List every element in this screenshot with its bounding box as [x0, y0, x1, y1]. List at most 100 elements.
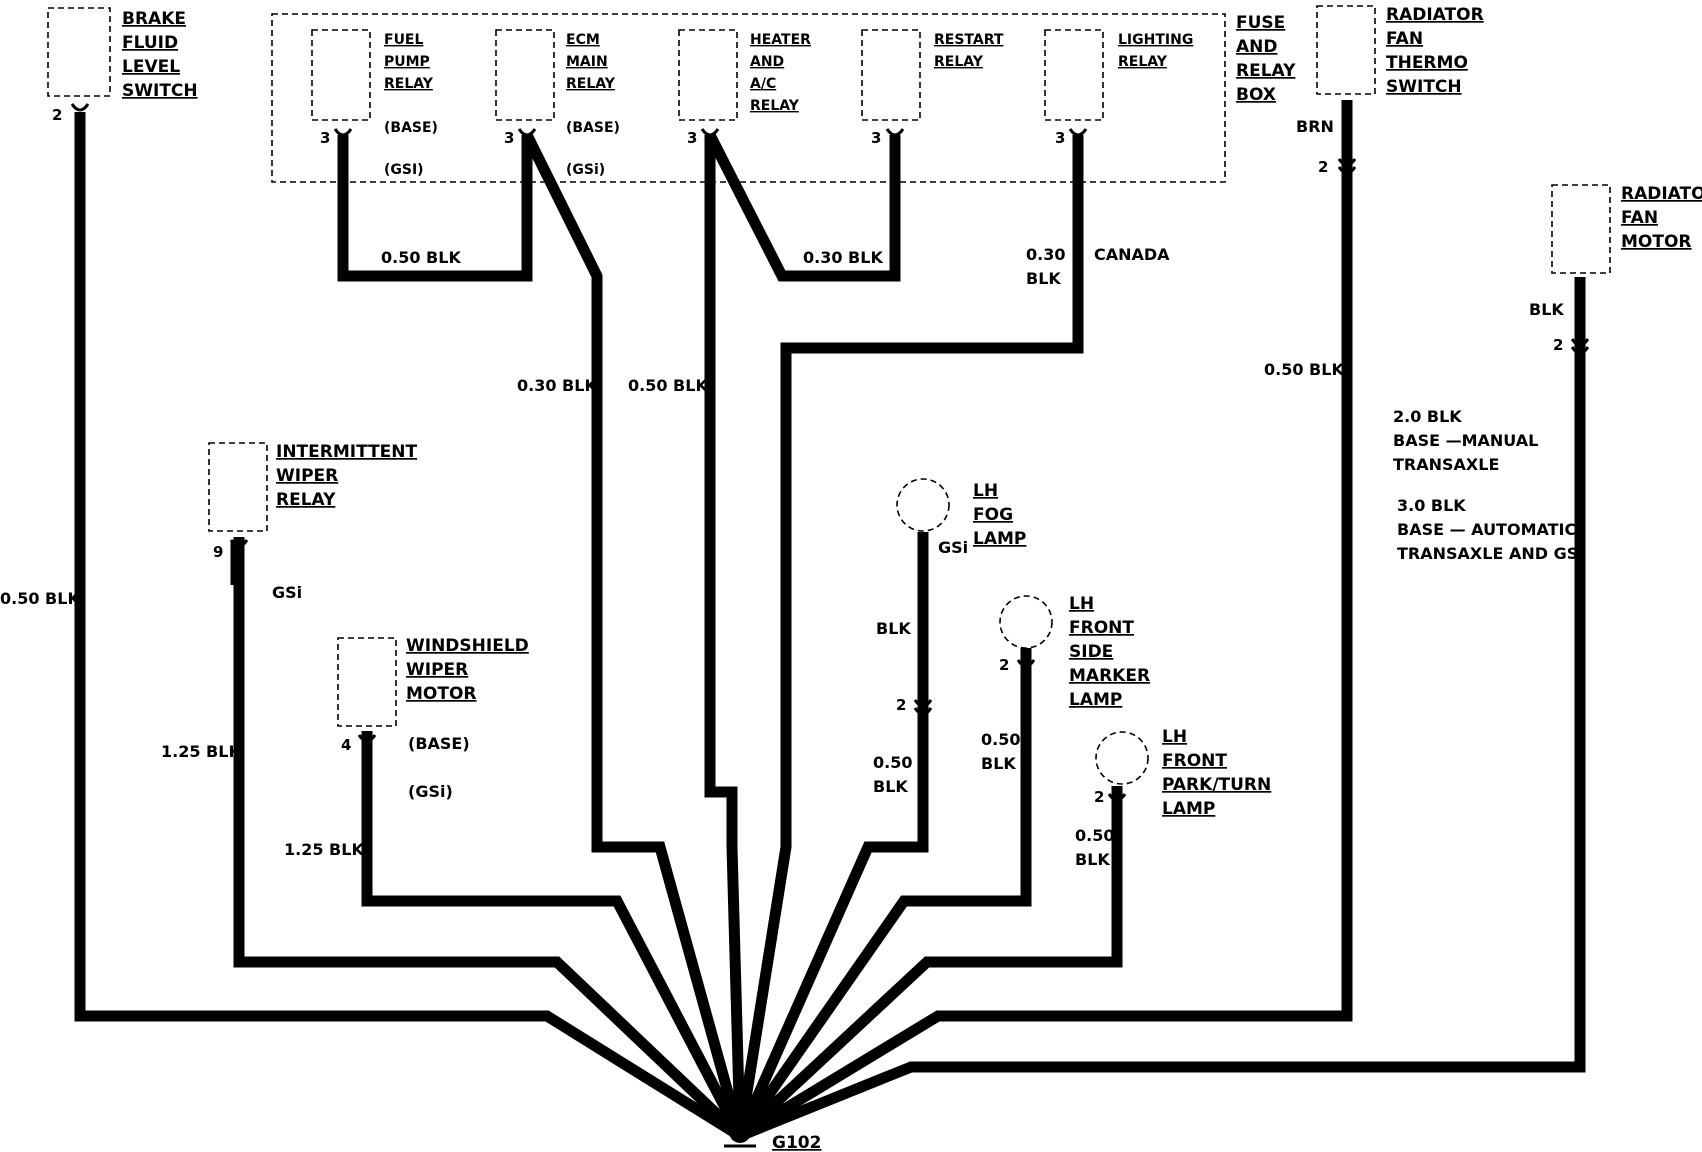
wire-label-ecm: 0.30 BLK — [517, 376, 597, 395]
svg-text:RELAY: RELAY — [934, 54, 984, 70]
pin-motor: 2 — [1553, 336, 1563, 354]
note-canada: CANADA — [1094, 245, 1170, 264]
svg-text:LAMP: LAMP — [973, 529, 1026, 549]
radiator-fan-thermo-switch-box — [1316, 5, 1376, 95]
brake-fluid-switch-box — [47, 7, 111, 97]
note-ecm-gsi: (GSi) — [566, 162, 605, 178]
note-ws-base: (BASE) — [408, 734, 470, 753]
pin-park-turn: 2 — [1094, 788, 1104, 806]
svg-text:LAMP: LAMP — [1162, 799, 1215, 819]
pin-fog: 2 — [896, 696, 906, 714]
svg-text:0.50: 0.50 — [981, 730, 1020, 749]
wire-park-turn-lamp — [736, 786, 1123, 1141]
wire-label-fog-upper: BLK — [876, 619, 911, 638]
svg-text:0.50: 0.50 — [1075, 826, 1114, 845]
intermittent-wiper-relay-label: INTERMITTENT WIPER RELAY — [276, 442, 418, 510]
wire-radiator-thermo — [737, 100, 1353, 1141]
svg-text:MOTOR: MOTOR — [1621, 232, 1692, 252]
lh-front-park-turn-lamp-symbol — [1095, 731, 1149, 785]
svg-text:WIPER: WIPER — [406, 660, 468, 680]
note-int-wiper-gsi: GSi — [272, 583, 302, 602]
note-manual-transaxle: 2.0 BLK BASE —MANUAL TRANSAXLE — [1393, 407, 1538, 474]
wire-heater-ac — [704, 135, 746, 1137]
svg-text:RESTART: RESTART — [934, 32, 1004, 48]
svg-text:A/C: A/C — [750, 76, 776, 92]
svg-text:SIDE: SIDE — [1069, 642, 1113, 662]
pin-fuel-pump: 3 — [320, 129, 330, 147]
lighting-relay-label: LIGHTING RELAY — [1118, 32, 1193, 70]
ground-g102-label: G102 — [772, 1133, 821, 1152]
svg-text:MOTOR: MOTOR — [406, 684, 477, 704]
svg-text:RELAY: RELAY — [384, 76, 434, 92]
radiator-fan-thermo-switch-label: RADIATOR FAN THERMO SWITCH — [1386, 5, 1484, 97]
pin-lighting: 3 — [1055, 129, 1065, 147]
svg-text:BLK: BLK — [981, 754, 1016, 773]
svg-text:BLK: BLK — [873, 777, 908, 796]
svg-text:FRONT: FRONT — [1069, 618, 1134, 638]
wire-label-lighting: 0.30 BLK — [1026, 245, 1065, 288]
fuse-relay-box-label: FUSE AND RELAY BOX — [1236, 13, 1296, 105]
heater-ac-relay-box — [678, 29, 738, 121]
svg-text:WIPER: WIPER — [276, 466, 338, 486]
wire-radiator-motor — [737, 277, 1586, 1142]
restart-relay-label: RESTART RELAY — [934, 32, 1004, 70]
connector-hooks — [70, 103, 1590, 802]
note-ecm-base: (BASE) — [566, 120, 620, 136]
svg-text:RADIATOR: RADIATOR — [1386, 5, 1484, 25]
svg-text:RELAY: RELAY — [1118, 54, 1168, 70]
wire-fuel-ecm-jumper — [337, 135, 533, 282]
wire-label-fog-lower: 0.50 BLK — [873, 753, 912, 796]
note-fuel-gsi: (GSI) — [384, 162, 424, 178]
wire-label-intermittent: 1.25 BLK — [161, 742, 241, 761]
svg-text:RELAY: RELAY — [566, 76, 616, 92]
wire-intermittent-wiper — [233, 537, 744, 1140]
svg-text:FOG: FOG — [973, 505, 1013, 525]
svg-text:HEATER: HEATER — [750, 32, 811, 48]
wire-side-marker-lamp — [735, 648, 1032, 1140]
pin-restart: 3 — [871, 129, 881, 147]
lighting-relay-box — [1044, 29, 1104, 121]
ecm-main-relay-box — [495, 29, 555, 121]
svg-text:WINDSHIELD: WINDSHIELD — [406, 636, 529, 656]
svg-text:PUMP: PUMP — [384, 54, 430, 70]
wire-fog-lamp — [734, 532, 929, 1139]
ground-g102-symbol — [724, 1121, 756, 1148]
svg-text:THERMO: THERMO — [1386, 53, 1468, 73]
wire-label-side-marker: 0.50 BLK — [981, 730, 1020, 773]
windshield-wiper-motor-label: WINDSHIELD WIPER MOTOR — [406, 636, 529, 704]
fuel-pump-relay-box — [311, 29, 371, 121]
wire-label-fuel-ecm: 0.50 BLK — [381, 248, 461, 267]
wire-label-windshield: 1.25 BLK — [284, 840, 364, 859]
svg-text:MAIN: MAIN — [566, 54, 608, 70]
note-automatic-transaxle: 3.0 BLK BASE — AUTOMATIC TRANSAXLE AND G… — [1397, 496, 1584, 563]
svg-text:BRAKE: BRAKE — [122, 9, 186, 29]
heater-ac-relay-label: HEATER AND A/C RELAY — [750, 32, 811, 114]
svg-text:AND: AND — [750, 54, 784, 70]
pin-ecm-main: 3 — [504, 129, 514, 147]
note-fuel-base: (BASE) — [384, 120, 438, 136]
svg-text:PARK/TURN: PARK/TURN — [1162, 775, 1271, 795]
svg-text:LIGHTING: LIGHTING — [1118, 32, 1193, 48]
svg-text:INTERMITTENT: INTERMITTENT — [276, 442, 418, 462]
lh-fog-lamp-label: LH FOG LAMP — [973, 481, 1026, 549]
svg-text:FUSE: FUSE — [1236, 13, 1285, 33]
wire-label-brake: 0.50 BLK — [0, 589, 80, 608]
svg-text:BASE — AUTOMATIC: BASE — AUTOMATIC — [1397, 520, 1576, 539]
svg-text:LAMP: LAMP — [1069, 690, 1122, 710]
wire-windshield-wiper — [361, 731, 745, 1139]
pin-heater-ac: 3 — [687, 129, 697, 147]
svg-text:FUEL: FUEL — [384, 32, 423, 48]
wire-brake-fluid — [74, 112, 743, 1141]
svg-text:FAN: FAN — [1386, 29, 1423, 49]
svg-text:RELAY: RELAY — [276, 490, 336, 510]
svg-text:RELAY: RELAY — [1236, 61, 1296, 81]
brake-fluid-level-switch-label: BRAKE FLUID LEVEL SWITCH — [122, 9, 198, 101]
svg-text:MARKER: MARKER — [1069, 666, 1150, 686]
intermittent-wiper-relay-box — [208, 442, 268, 532]
svg-text:RADIATOR: RADIATOR — [1621, 184, 1702, 204]
pin-windshield-wiper: 4 — [341, 736, 351, 754]
wire-heater-restart-jumper — [705, 132, 901, 282]
wire-label-motor: BLK — [1529, 300, 1564, 319]
svg-text:0.30: 0.30 — [1026, 245, 1065, 264]
